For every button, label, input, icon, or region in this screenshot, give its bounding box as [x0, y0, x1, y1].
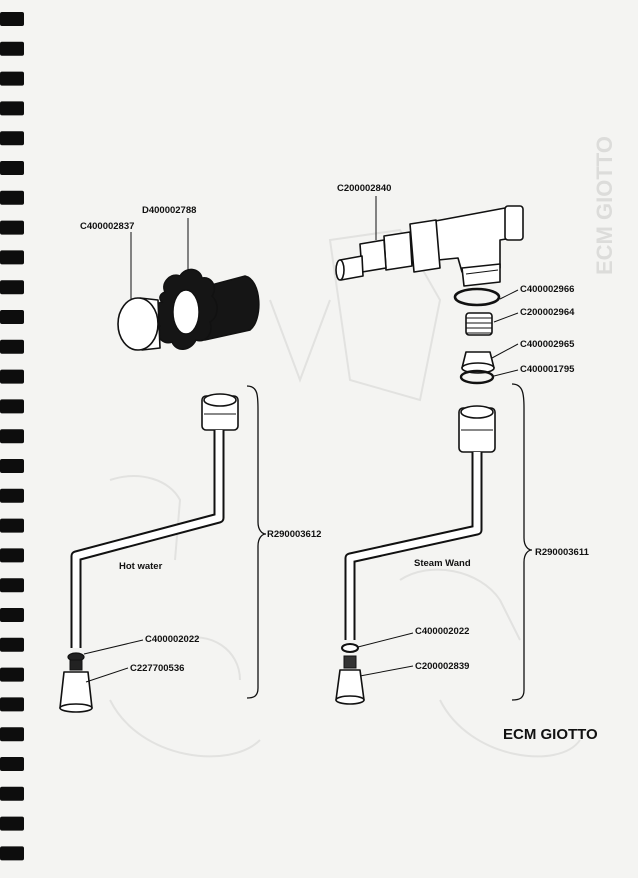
steam-wand: Steam Wand R290003611 C400002022 C200002…: [335, 383, 590, 705]
binding-ring: [0, 41, 24, 56]
hot-water-tube: [72, 430, 223, 648]
label-knob-cap: C400002837: [80, 221, 134, 232]
binding-ring: [0, 131, 24, 146]
binding-ring: [0, 339, 24, 354]
binding-ring: [0, 280, 24, 295]
binding-ring: [0, 310, 24, 324]
hot-water-bracket: [246, 385, 267, 699]
binding-ring: [0, 608, 24, 622]
binding-ring: [0, 220, 24, 235]
valve-stem: [359, 239, 387, 273]
binding-ring: [0, 190, 24, 205]
label-hot-water-assembly: R290003612: [267, 529, 321, 540]
o-ring-upper: [453, 287, 501, 307]
knob-cap: [117, 297, 159, 351]
binding-ring: [0, 667, 24, 682]
show-through-background: ECM GIOTTO: [109, 136, 617, 758]
label-spring: C200002964: [520, 307, 575, 318]
brand-title: ECM GIOTTO: [503, 726, 598, 743]
label-o-ring-1: C400002966: [520, 284, 574, 295]
binding-ring: [0, 816, 24, 831]
binding-ring: [0, 518, 24, 533]
watermark-brand: ECM GIOTTO: [592, 136, 617, 275]
binding-ring: [0, 786, 24, 801]
binding-ring: [0, 697, 24, 712]
valve-assembly: C200002840 C400002966 C200002964 C400002…: [335, 183, 575, 385]
label-seal-cap: C400002965: [520, 339, 575, 350]
o-ring-lower: [459, 369, 495, 385]
valve-stem-collar: [383, 231, 413, 271]
valve-elbow: [429, 207, 513, 273]
binding-ring: [0, 488, 24, 503]
label-steam-wand-assembly: R290003611: [535, 547, 590, 558]
binding-ring: [0, 637, 24, 652]
binding-ring: [0, 101, 24, 116]
knob-assembly: C400002837 D400002788: [80, 205, 260, 351]
hot-water-wand: Hot water R290003612 C400002022 C2277005…: [59, 385, 321, 713]
binding-ring: [0, 757, 24, 771]
label-valve-body: C200002840: [337, 183, 391, 194]
binding-ring: [0, 161, 24, 175]
label-o-ring-2: C400001795: [520, 364, 575, 375]
binding-ring: [0, 459, 24, 473]
hot-water-tip: [59, 671, 93, 709]
label-steam-wand-o-ring: C400002022: [415, 626, 469, 637]
valve-bottom-thread: [461, 263, 501, 287]
steam-wand-o-ring: [341, 643, 359, 653]
label-steam-wand-tip: C200002839: [415, 661, 469, 672]
binding-ring: [0, 399, 24, 414]
steam-wand-bracket: [511, 383, 533, 701]
label-knob: D400002788: [142, 205, 196, 216]
label-hot-water-o-ring: C400002022: [145, 634, 199, 645]
binding-ring: [0, 727, 24, 742]
binding-ring: [0, 250, 24, 265]
caption-hot-water: Hot water: [119, 561, 163, 572]
caption-steam-wand: Steam Wand: [414, 558, 471, 569]
binding-ring: [0, 429, 24, 444]
spiral-binding: [0, 12, 24, 861]
binding-ring: [0, 369, 24, 384]
binding-ring: [0, 12, 24, 26]
valve-outlet-thread: [504, 205, 524, 241]
binding-ring: [0, 578, 24, 593]
valve-nut: [409, 219, 441, 273]
binding-ring: [0, 71, 24, 86]
binding-ring: [0, 846, 24, 861]
spring: [465, 312, 493, 336]
label-hot-water-tip: C227700536: [130, 663, 184, 674]
steam-wand-tube: [346, 452, 481, 640]
binding-ring: [0, 548, 24, 563]
